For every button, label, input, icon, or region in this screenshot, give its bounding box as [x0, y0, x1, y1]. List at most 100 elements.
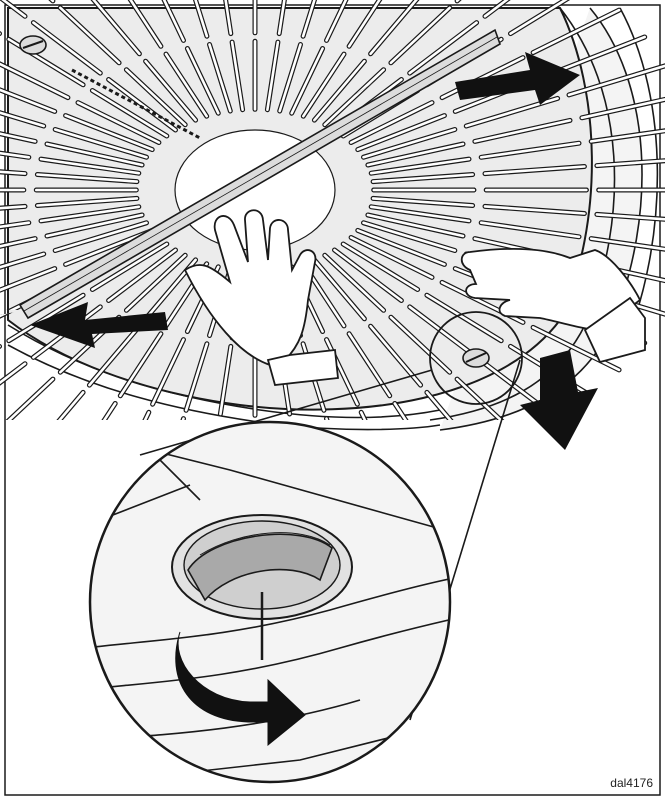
filter-slot — [32, 21, 102, 75]
filter-slot — [589, 125, 665, 143]
filter-slot — [366, 142, 465, 167]
filter-slot — [0, 252, 46, 283]
filter-slot — [0, 119, 37, 143]
filter-slot — [119, 332, 163, 398]
left-cuff — [266, 349, 339, 386]
filter-slot — [116, 412, 149, 481]
filter-slot — [39, 205, 141, 223]
filter-slot — [531, 326, 621, 372]
detail-highlight-circle — [429, 311, 523, 405]
filter-slot — [53, 221, 148, 252]
filter-slot — [595, 213, 665, 224]
filter-slot — [349, 101, 434, 144]
filter-slot — [595, 156, 665, 167]
label-strip — [71, 68, 201, 140]
filter-slot — [45, 142, 144, 167]
filter-slot — [0, 221, 31, 239]
filter-slot — [151, 338, 185, 406]
filter-slot — [45, 213, 144, 238]
filter-slot — [278, 43, 302, 113]
filter-slot — [369, 0, 422, 56]
hands-icon — [183, 209, 646, 386]
zoom-detail — [88, 420, 452, 784]
filter-slot — [313, 59, 366, 122]
filter-slot — [125, 68, 187, 126]
filter-slot — [301, 0, 326, 38]
filter-slot — [483, 205, 586, 215]
filter-slot — [186, 47, 220, 115]
filter-slot — [369, 205, 471, 223]
corner-screw-icon — [19, 35, 47, 55]
filter-slot — [408, 305, 478, 359]
filter-slot — [208, 43, 232, 113]
filter-slot — [39, 157, 141, 175]
filter-slot — [531, 8, 621, 54]
filter-slot — [589, 237, 665, 255]
filter-slot — [58, 6, 121, 65]
filter-slot — [230, 40, 244, 111]
filter-slot — [483, 0, 558, 18]
filter-slot — [107, 78, 177, 132]
filter-slot — [349, 236, 434, 279]
filter-slot — [341, 242, 419, 291]
filter-slot — [473, 119, 572, 143]
pull-down-arrow — [520, 350, 598, 450]
filter-slot — [219, 345, 233, 416]
filter-slot — [369, 157, 471, 175]
filter-slot — [7, 293, 85, 343]
filter-slot — [408, 21, 478, 75]
filter-slot — [509, 0, 591, 35]
filter-slot — [125, 254, 187, 312]
filter-slot — [107, 248, 177, 302]
filter-slot — [356, 229, 446, 266]
filter-slot — [70, 402, 117, 420]
filter-slot — [347, 0, 392, 48]
filter-slot — [113, 409, 152, 420]
filter-slot — [371, 173, 474, 183]
filter-slot — [313, 258, 366, 321]
filter-slot — [362, 128, 457, 159]
filter-slot — [455, 377, 521, 420]
filter-slot — [301, 52, 346, 118]
filter-slot — [371, 197, 474, 207]
filter-slot — [567, 64, 665, 97]
filter-slot — [483, 165, 586, 175]
filter-slot — [36, 197, 139, 207]
filter-slot — [479, 221, 581, 239]
filter-slot — [184, 342, 209, 412]
filter-slot — [219, 0, 233, 35]
right-cuff — [583, 296, 646, 364]
filter-slot — [277, 0, 291, 35]
turn-screw-icon — [462, 348, 490, 368]
filter-slot — [425, 391, 482, 420]
zoom-screw-icon — [171, 514, 353, 620]
filter-slot — [116, 412, 149, 481]
filter-slot — [323, 254, 385, 312]
filter-slot — [0, 237, 37, 261]
filter-slot — [64, 114, 154, 151]
filter-slot — [0, 0, 27, 18]
filter-slot — [266, 40, 280, 111]
grease-filter — [0, 0, 665, 481]
filter-slot — [0, 165, 27, 175]
filter-slot — [347, 332, 392, 398]
filter-slot — [580, 94, 665, 120]
filter-slot — [0, 56, 70, 99]
rotate-arrow — [175, 631, 306, 747]
filter-slot — [290, 47, 324, 115]
filter-slot — [53, 128, 148, 159]
filter-slot — [36, 173, 139, 183]
filter-slot — [0, 377, 55, 420]
filter-slot — [479, 141, 581, 159]
filter-slot — [164, 52, 208, 118]
slide-left-arrow — [30, 302, 168, 348]
filter-slot — [28, 391, 85, 420]
filter-slot — [0, 267, 57, 304]
filter-slot — [366, 213, 465, 238]
filter-slot — [389, 315, 452, 374]
filter-slot — [119, 0, 163, 48]
filter-slot — [88, 324, 141, 387]
right-hand — [460, 248, 642, 331]
filter-slot — [0, 76, 57, 113]
filter-slot — [76, 101, 161, 144]
